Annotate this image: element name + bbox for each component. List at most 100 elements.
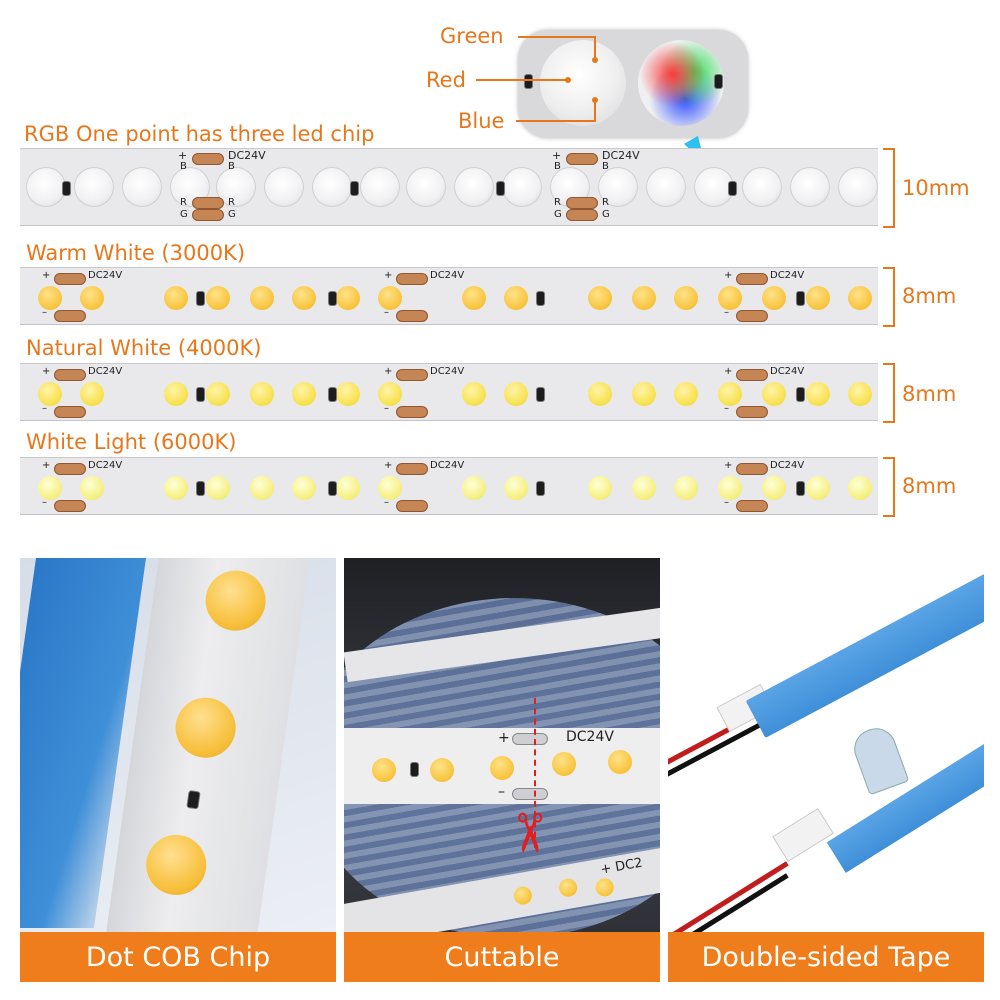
peeled-liner (848, 722, 910, 796)
warm-white-led-chip (292, 286, 316, 310)
rgb-resistor (62, 181, 71, 196)
warm-white-pad-group-power-text: DC24V (770, 270, 805, 281)
rgb-led-chip (122, 167, 162, 207)
white-light-led-chip (504, 476, 528, 500)
closeup-chip-1 (201, 566, 270, 635)
white-light-resistor (196, 481, 205, 496)
double-sided-tape-banner: Double-sided Tape (668, 932, 984, 982)
white-light-resistor (796, 481, 805, 496)
warm-white-led-chip (848, 286, 872, 310)
white-light-pad-group-minus-pad (54, 500, 86, 512)
cut-power-text: DC24V (566, 729, 614, 745)
natural-white-pad-group-minus-text: – (42, 403, 47, 414)
natural-white-pad-group-minus-pad (736, 406, 768, 418)
white-light-led-chip (632, 476, 656, 500)
bottom-chip-3 (594, 876, 616, 898)
natural-white-pad-group-minus-text: – (384, 403, 389, 414)
white-light-pad-group-minus-pad (396, 500, 428, 512)
warm-white-led-chip (462, 286, 486, 310)
warm-white-pad-group-minus-pad (736, 310, 768, 322)
bottom-partial-text: + DC2 (599, 855, 644, 878)
rgb-led-chip (360, 167, 400, 207)
scissors-icon: ✂ (498, 810, 559, 856)
cut-resistor (410, 762, 419, 777)
warm-white-pad-group-plus-pad (736, 273, 768, 285)
white-light-led-chip (80, 476, 104, 500)
rgb-pad-group-2-power: DC24V (602, 149, 640, 162)
warm-white-pad-group-power-text: DC24V (430, 270, 465, 281)
white-light-led-chip (38, 476, 62, 500)
rgb-led-chip (26, 167, 66, 207)
warm-white-led-chip (80, 286, 104, 310)
warm-white-width-bracket (883, 267, 895, 327)
rgb-pad-group-2-g-left: G (554, 209, 562, 220)
white-light-pad-group-plus-pad (396, 463, 428, 475)
white-light-led-chip (378, 476, 402, 500)
rgb-width-label: 10mm (902, 176, 970, 200)
natural-white-width-bracket (883, 363, 895, 423)
rgb-pad-group-1-plus: + (178, 149, 188, 162)
white-light-pad-group-power-text: DC24V (430, 460, 465, 471)
closeup-resistor (186, 789, 201, 810)
heatshrink-bottom (772, 807, 834, 863)
cut-chip-2 (430, 758, 454, 782)
cuttable-banner: Cuttable (344, 932, 660, 982)
rgb-pad-group-1-r-right: R (228, 197, 235, 208)
white-light-pad-group-minus-text: – (42, 497, 47, 508)
warm-white-led-chip (674, 286, 698, 310)
white-light-led-chip (588, 476, 612, 500)
blue-label: Blue (458, 109, 505, 133)
warm-white-pad-group-power-text: DC24V (88, 270, 123, 281)
warm-white-pad-group-plus-pad (54, 273, 86, 285)
rgb-pad-group-2-g (566, 209, 598, 221)
double-sided-tape-photo: Double-sided Tape (668, 558, 984, 982)
natural-white-pad-group-plus-text: + (724, 366, 733, 377)
dot-cob-chip-banner: Dot COB Chip (20, 932, 336, 982)
rgb-led-chip (742, 167, 782, 207)
rgb-pad-group-1-r-left: R (180, 197, 187, 208)
warm-white-resistor (536, 291, 545, 306)
natural-white-resistor (796, 387, 805, 402)
rgb-led-chip (598, 167, 638, 207)
white-light-led-chip (250, 476, 274, 500)
natural-white-led-chip (504, 382, 528, 406)
white-light-width-label: 8mm (902, 474, 957, 498)
white-light-width-bracket (883, 457, 895, 517)
white-light-pad-group-plus-text: + (724, 460, 733, 471)
warm-white-led-chip (762, 286, 786, 310)
white-light-pad-group-plus-text: + (384, 460, 393, 471)
white-light-led-chip (336, 476, 360, 500)
natural-white-led-chip (292, 382, 316, 406)
rgb-led-chip (264, 167, 304, 207)
rgb-pad-group-2-r-right: R (602, 197, 609, 208)
bottom-chip-2 (557, 877, 579, 899)
natural-white-resistor (196, 387, 205, 402)
white-light-label: White Light (6000K) (26, 430, 237, 454)
closeup-chip-2 (171, 693, 240, 762)
rgb-led-chip (312, 167, 352, 207)
white-light-led-chip (462, 476, 486, 500)
bottom-chip-1 (512, 885, 534, 907)
warm-white-led-chip (206, 286, 230, 310)
warm-white-width-label: 8mm (902, 284, 957, 308)
white-light-resistor (328, 481, 337, 496)
natural-white-pad-group-power-text: DC24V (770, 366, 805, 377)
warm-white-pad-group-minus-text: – (42, 307, 47, 318)
dot-cob-chip-photo: Dot COB Chip (20, 558, 336, 982)
natural-white-pad-group-minus-text: – (724, 403, 729, 414)
natural-white-led-chip (80, 382, 104, 406)
natural-white-led-chip (588, 382, 612, 406)
rgb-pad-group-1-g-left: G (180, 209, 188, 220)
natural-white-pad-group-minus-pad (54, 406, 86, 418)
cut-chip-4 (552, 752, 576, 776)
white-light-pad-group-plus-pad (736, 463, 768, 475)
natural-white-label: Natural White (4000K) (26, 336, 262, 360)
callout-leader-lines (476, 36, 598, 122)
rgb-pad-group-2-top (566, 153, 598, 165)
white-light-led-chip (674, 476, 698, 500)
white-light-pad-group-minus-pad (736, 500, 768, 512)
cut-pad-minus (512, 788, 548, 800)
white-light-led-chip (848, 476, 872, 500)
wire-red-bottom (668, 861, 789, 940)
white-light-resistor (536, 481, 545, 496)
